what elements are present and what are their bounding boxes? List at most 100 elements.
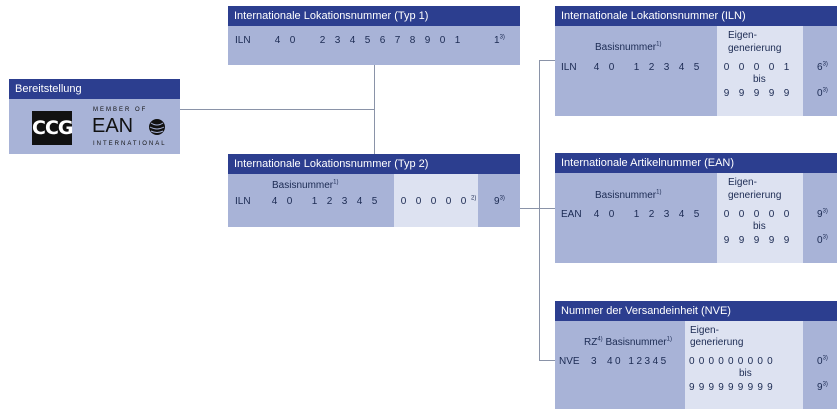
- footnote-mark: 3): [822, 208, 828, 215]
- footnote-mark: 3): [499, 34, 505, 41]
- iln-box: Internationale Lokationsnummer (ILN) Bas…: [555, 6, 837, 116]
- digit: 0: [738, 62, 745, 73]
- ean-title: Internationale Artikelnummer (EAN): [555, 153, 837, 173]
- nve-digits: 40 12345: [607, 356, 669, 367]
- digit: 0: [723, 209, 730, 220]
- typ1-prefix: ILN: [235, 35, 251, 46]
- globe-icon: [149, 119, 165, 135]
- digit: 0: [445, 196, 452, 207]
- digit: 9: [738, 235, 745, 246]
- iln-basis-label: Basisnummer1): [595, 42, 661, 54]
- bereitstellung-box: Bereitstellung CCG MEMBER OF EAN INTERNA…: [9, 79, 180, 154]
- iln-prefix: ILN: [561, 62, 577, 73]
- digit: 0: [723, 62, 730, 73]
- footnote-mark: 3): [499, 195, 505, 202]
- basis-label: Basisnummer: [595, 42, 657, 53]
- digit: 9: [753, 88, 760, 99]
- digit: 0: [753, 209, 760, 220]
- check-digit: 6: [817, 62, 823, 73]
- digit: 3: [341, 196, 348, 207]
- eigen-label-2: generierung: [728, 43, 782, 54]
- bereitstellung-title: Bereitstellung: [9, 79, 180, 99]
- digit: 5: [364, 35, 371, 46]
- footnote-mark: 3): [822, 381, 828, 388]
- digit: 5: [371, 196, 378, 207]
- ean-prefix: EAN: [561, 209, 582, 220]
- digit: 3: [663, 62, 670, 73]
- connector-line: [539, 60, 540, 360]
- digit: 1: [633, 62, 640, 73]
- eigen-area: [685, 321, 803, 409]
- eigen-label-2: generierung: [728, 190, 782, 201]
- digit: 4: [593, 209, 600, 220]
- footnote-mark: 1): [333, 179, 339, 186]
- connector-line: [520, 208, 540, 209]
- eigen-label-1: Eigen-: [728, 177, 757, 188]
- typ2-box: Internationale Lokationsnummer (Typ 2) B…: [228, 154, 520, 227]
- ean-international-logo: MEMBER OF EAN INTERNATIONAL: [91, 106, 171, 150]
- footnote-mark: 3): [822, 234, 828, 241]
- check-digit: 0: [817, 235, 823, 246]
- digit: 9: [424, 35, 431, 46]
- logo-member-of: MEMBER OF: [93, 107, 148, 113]
- footnote-mark: 3): [822, 355, 828, 362]
- digit: 1: [633, 209, 640, 220]
- connector-line: [539, 208, 555, 209]
- digit: 1: [783, 62, 790, 73]
- eigen-area: [717, 26, 803, 116]
- digit: 8: [409, 35, 416, 46]
- digit: 4: [678, 62, 685, 73]
- digit: 0: [753, 62, 760, 73]
- iln-title: Internationale Lokationsnummer (ILN): [555, 6, 837, 26]
- check-to: 03): [817, 235, 828, 247]
- nve-rz-digit: 3: [591, 356, 597, 367]
- ccg-logo: CCG: [32, 111, 73, 145]
- footnote-mark: 4): [597, 336, 603, 343]
- typ2-title: Internationale Lokationsnummer (Typ 2): [228, 154, 520, 174]
- digit: 0: [783, 209, 790, 220]
- digit: 0: [289, 35, 296, 46]
- digit: 5: [693, 209, 700, 220]
- ccg-logo-text: CCG: [32, 117, 73, 139]
- digit: 0: [608, 62, 615, 73]
- rz-label: RZ: [584, 337, 598, 348]
- digit: 0: [768, 62, 775, 73]
- check-digit: 9: [494, 196, 500, 207]
- basis-label: Basisnummer: [595, 190, 657, 201]
- check-digit: 0: [817, 88, 823, 99]
- check-digit: 9: [817, 382, 823, 393]
- digit: 2: [648, 209, 655, 220]
- digit: 1: [311, 196, 318, 207]
- ean-basis-label: Basisnummer1): [595, 190, 661, 202]
- digit: 3: [334, 35, 341, 46]
- digit: 9: [783, 88, 790, 99]
- check-to: 03): [817, 88, 828, 100]
- connector-line: [374, 65, 375, 155]
- digit: 9: [753, 235, 760, 246]
- typ2-prefix: ILN: [235, 196, 251, 207]
- connector-line: [179, 109, 375, 110]
- check-from: 93): [817, 209, 828, 221]
- digit: 3: [663, 209, 670, 220]
- digit: 4: [274, 35, 281, 46]
- eigen-label-2: generierung: [690, 337, 744, 348]
- digit: 1: [454, 35, 461, 46]
- typ1-title: Internationale Lokationsnummer (Typ 1): [228, 6, 520, 26]
- check-from: 03): [817, 356, 828, 368]
- digit: 4: [356, 196, 363, 207]
- check-from: 63): [817, 62, 828, 74]
- bis-label: bis: [753, 221, 766, 232]
- digit: 4: [593, 62, 600, 73]
- check-digit: 0: [817, 356, 823, 367]
- typ2-basis-label: Basisnummer1): [272, 180, 338, 192]
- digit: 9: [783, 235, 790, 246]
- logo-ean: EAN: [92, 115, 134, 137]
